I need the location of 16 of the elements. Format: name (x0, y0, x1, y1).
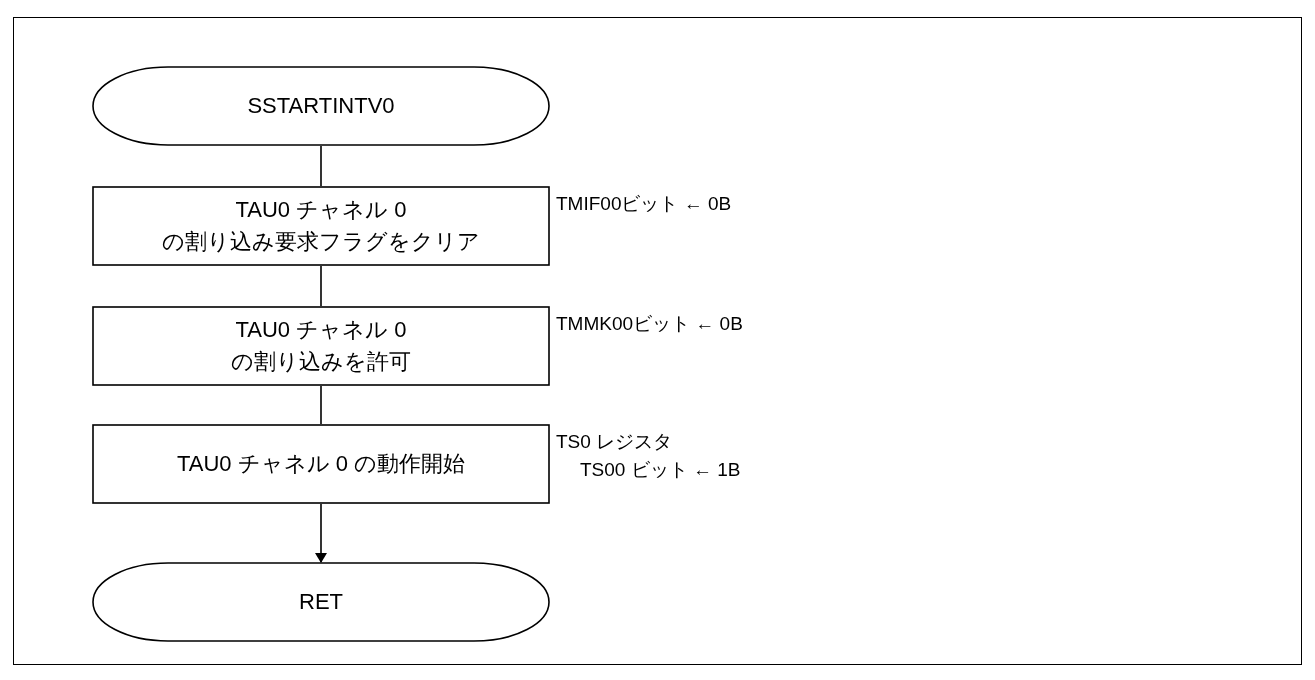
arrow (315, 503, 327, 563)
step-text: TAU0 チャネル 0 の割り込み要求フラグをクリア (161, 196, 481, 256)
terminal-label: RET (298, 588, 344, 616)
connector-line (320, 145, 322, 187)
register-note: TS0 レジスタ (556, 430, 673, 454)
register-note: TS00 ビット ← 1B (580, 458, 741, 482)
terminal-label: SSTARTINTV0 (246, 92, 396, 120)
process-box (92, 306, 550, 386)
connector-line (320, 385, 322, 425)
process-box (92, 424, 550, 504)
connector-line (320, 265, 322, 307)
step-text: TAU0 チャネル 0 の動作開始 (175, 450, 467, 478)
register-note: TMMK00ビット ← 0B (556, 312, 743, 336)
register-note: TMIF00ビット ← 0B (556, 192, 732, 216)
step-text: TAU0 チャネル 0 の割り込みを許可 (230, 316, 412, 376)
process-box (92, 186, 550, 266)
